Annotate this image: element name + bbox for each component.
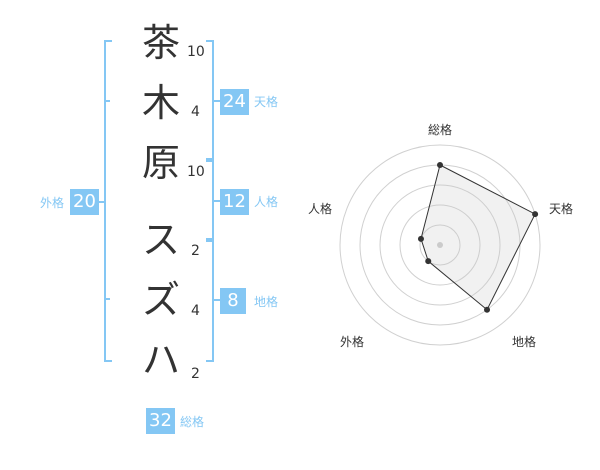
fortune-radar-chart (339, 144, 541, 346)
stroke-count-4: 2 (191, 243, 200, 259)
surname-char-1: 茶 (141, 21, 180, 65)
jinkaku-value: 12 (220, 189, 249, 215)
radar-axis-label-soukaku: 総格 (428, 123, 453, 137)
radar-ring (379, 184, 501, 306)
stroke-count-5: 4 (191, 303, 200, 319)
given-char-2: ズ (141, 278, 180, 322)
chikaku-label: 地格 (254, 295, 279, 309)
gaikaku-value: 20 (70, 189, 99, 215)
radar-ring (419, 224, 461, 266)
radar-axis-label-tenkaku: 天格 (549, 202, 574, 216)
tenkaku-label: 天格 (254, 95, 279, 109)
surname-char-3: 原 (141, 141, 180, 185)
radar-center (437, 242, 443, 248)
surname-char-2: 木 (141, 81, 180, 125)
radar-point-1 (437, 162, 443, 168)
soukaku-value: 32 (146, 408, 175, 434)
stroke-count-1: 10 (187, 44, 205, 60)
tenkaku-value: 24 (220, 89, 249, 115)
tenkaku-bracket-connector (212, 100, 220, 102)
chikaku-value: 8 (220, 288, 246, 314)
radar-ring (339, 144, 541, 346)
given-char-1: ス (141, 218, 180, 262)
gaikaku-bracket-tick (104, 298, 110, 300)
stroke-count-2: 4 (191, 104, 200, 120)
radar-point-5 (417, 235, 424, 242)
radar-axis-label-jinkaku: 人格 (308, 202, 333, 216)
radar-point-2 (532, 211, 539, 218)
radar-series-area (420, 164, 536, 311)
radar-ring (399, 204, 481, 286)
radar-point-4 (425, 258, 432, 265)
stroke-count-3: 10 (187, 164, 205, 180)
chikaku-bracket-connector (212, 299, 220, 301)
gaikaku-label: 外格 (40, 196, 65, 210)
jinkaku-bracket-connector (212, 200, 220, 202)
radar-axis-label-gaikaku: 外格 (340, 335, 365, 349)
gaikaku-bracket-tick (104, 100, 110, 102)
soukaku-label: 総格 (180, 415, 205, 429)
jinkaku-label: 人格 (254, 195, 279, 209)
stroke-count-6: 2 (191, 366, 200, 382)
radar-axis-label-chikaku: 地格 (512, 335, 537, 349)
given-char-3: ハ (141, 338, 180, 382)
gaikaku-bracket-connector (98, 201, 106, 203)
radar-point-3 (484, 306, 491, 313)
